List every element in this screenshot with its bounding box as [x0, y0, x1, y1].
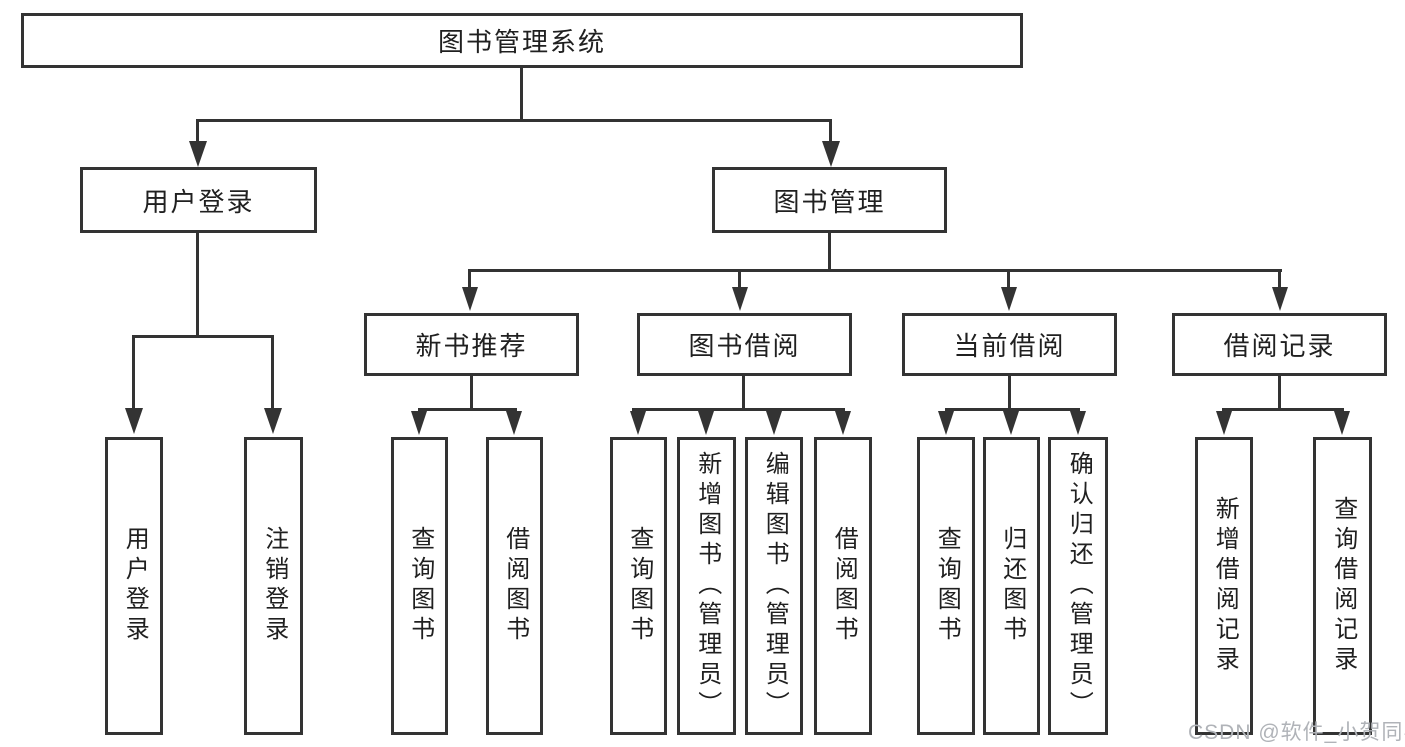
node-book-borrowing: 图书借阅 — [637, 313, 852, 376]
connector-line — [1222, 408, 1344, 411]
arrow-down — [1272, 287, 1288, 311]
leaf-query-books-recommend-label: 查询图书 — [406, 526, 434, 646]
csdn-watermark: CSDN @软件_小贺同学 — [1188, 721, 1405, 744]
leaf-query-books-current-label: 查询图书 — [933, 526, 961, 646]
leaf-query-books-recommend: 查询图书 — [391, 437, 448, 735]
connector-line — [468, 269, 471, 289]
arrow-down — [1070, 411, 1086, 435]
arrow-down — [1003, 411, 1019, 435]
node-borrowing-records-label: 借阅记录 — [1223, 331, 1336, 361]
connector-line — [468, 269, 1282, 272]
node-current-borrowing: 当前借阅 — [902, 313, 1117, 376]
arrow-down — [264, 408, 282, 434]
leaf-query-books-borrowing-label: 查询图书 — [625, 526, 653, 646]
leaf-borrow-books-recommend: 借阅图书 — [486, 437, 543, 735]
leaf-confirm-return-admin: 确认归还（管理员） — [1048, 437, 1108, 735]
connector-line — [828, 232, 831, 271]
arrow-down — [630, 411, 646, 435]
connector-line — [271, 335, 274, 408]
connector-line — [945, 408, 1080, 411]
arrow-down — [506, 411, 522, 435]
arrow-down — [411, 411, 427, 435]
connector-line — [1278, 376, 1281, 411]
arrow-down — [462, 287, 478, 311]
connector-line — [632, 408, 845, 411]
connector-line — [470, 376, 473, 411]
connector-line — [829, 119, 832, 143]
node-library-system-label: 图书管理系统 — [437, 27, 606, 57]
leaf-return-books-label: 归还图书 — [998, 526, 1026, 646]
leaf-confirm-return-admin-label: 确认归还（管理员） — [1065, 451, 1093, 721]
leaf-query-borrow-record-label: 查询借阅记录 — [1329, 496, 1357, 676]
arrow-down — [732, 287, 748, 311]
leaf-return-books: 归还图书 — [983, 437, 1040, 735]
node-new-book-recommend: 新书推荐 — [364, 313, 579, 376]
node-new-book-recommend-label: 新书推荐 — [415, 331, 528, 361]
arrow-down — [698, 411, 714, 435]
arrow-down — [1216, 411, 1232, 435]
leaf-user-login-label: 用户登录 — [121, 526, 149, 646]
arrow-down — [766, 411, 782, 435]
arrow-down — [125, 408, 143, 434]
connector-line — [742, 376, 745, 411]
connector-line — [418, 408, 517, 411]
node-book-management-label: 图书管理 — [773, 186, 886, 217]
connector-line — [1007, 269, 1010, 289]
node-book-management: 图书管理 — [712, 167, 947, 233]
node-library-system: 图书管理系统 — [21, 13, 1023, 68]
leaf-add-borrow-record: 新增借阅记录 — [1195, 437, 1253, 735]
arrow-down — [189, 141, 207, 167]
leaf-query-books-current: 查询图书 — [917, 437, 975, 735]
arrow-down — [1001, 287, 1017, 311]
leaf-edit-books-admin-label: 编辑图书（管理员） — [761, 451, 789, 721]
node-borrowing-records: 借阅记录 — [1172, 313, 1387, 376]
leaf-add-books-admin-label: 新增图书（管理员） — [693, 451, 721, 721]
connector-line — [196, 119, 199, 143]
arrow-down — [938, 411, 954, 435]
leaf-borrow-books-label: 借阅图书 — [830, 526, 858, 646]
leaf-borrow-books-recommend-label: 借阅图书 — [501, 526, 529, 646]
connector-line — [132, 335, 274, 338]
connector-line — [1278, 269, 1281, 289]
arrow-down — [822, 141, 840, 167]
connector-line — [520, 66, 523, 121]
connector-line — [1008, 376, 1011, 411]
connector-line — [738, 269, 741, 289]
leaf-logout: 注销登录 — [244, 437, 303, 735]
node-current-borrowing-label: 当前借阅 — [953, 331, 1066, 361]
leaf-user-login: 用户登录 — [105, 437, 163, 735]
node-user-login-label: 用户登录 — [142, 186, 255, 217]
leaf-edit-books-admin: 编辑图书（管理员） — [745, 437, 803, 735]
leaf-add-borrow-record-label: 新增借阅记录 — [1211, 496, 1239, 676]
connector-line — [196, 232, 199, 337]
connector-line — [196, 119, 832, 122]
leaf-query-borrow-record: 查询借阅记录 — [1313, 437, 1372, 735]
leaf-logout-label: 注销登录 — [260, 526, 288, 646]
node-user-login: 用户登录 — [80, 167, 317, 233]
leaf-query-books-borrowing: 查询图书 — [610, 437, 667, 735]
arrow-down — [835, 411, 851, 435]
arrow-down — [1334, 411, 1350, 435]
node-book-borrowing-label: 图书借阅 — [688, 331, 801, 361]
leaf-add-books-admin: 新增图书（管理员） — [677, 437, 736, 735]
connector-line — [132, 335, 135, 408]
leaf-borrow-books: 借阅图书 — [814, 437, 872, 735]
